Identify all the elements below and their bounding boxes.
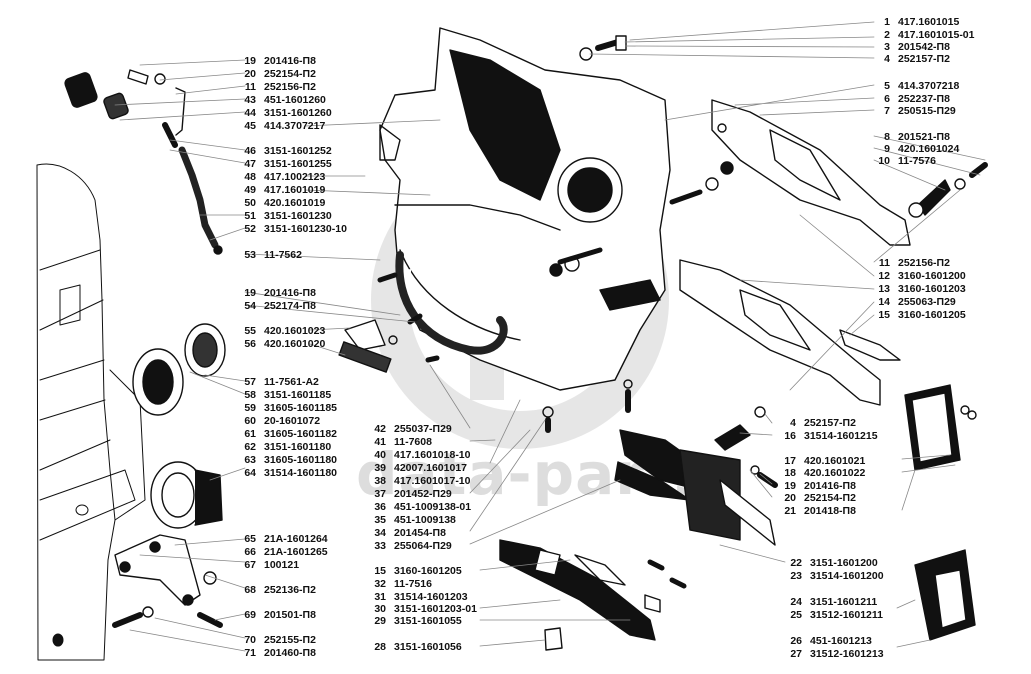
clamp-parts bbox=[338, 272, 423, 373]
clutch-fork-upper bbox=[711, 99, 911, 246]
rubber-boot bbox=[914, 549, 976, 641]
center-bolts bbox=[425, 355, 633, 433]
flywheel-cover-ring bbox=[395, 251, 508, 355]
dust-cover bbox=[904, 384, 977, 471]
release-fork-shaft bbox=[614, 406, 778, 546]
clutch-housing bbox=[379, 27, 671, 391]
bracket-assembly bbox=[112, 534, 223, 628]
hose-assembly bbox=[64, 69, 223, 255]
release-bearings bbox=[132, 323, 226, 529]
bolt-top bbox=[579, 35, 627, 61]
leader-lines bbox=[114, 21, 986, 652]
engine-block-outline bbox=[36, 163, 146, 661]
clutch-fork-lower bbox=[679, 259, 901, 406]
release-lever-lower bbox=[499, 539, 687, 651]
boot-and-bolt bbox=[908, 162, 988, 218]
stud-and-nut bbox=[549, 161, 734, 277]
